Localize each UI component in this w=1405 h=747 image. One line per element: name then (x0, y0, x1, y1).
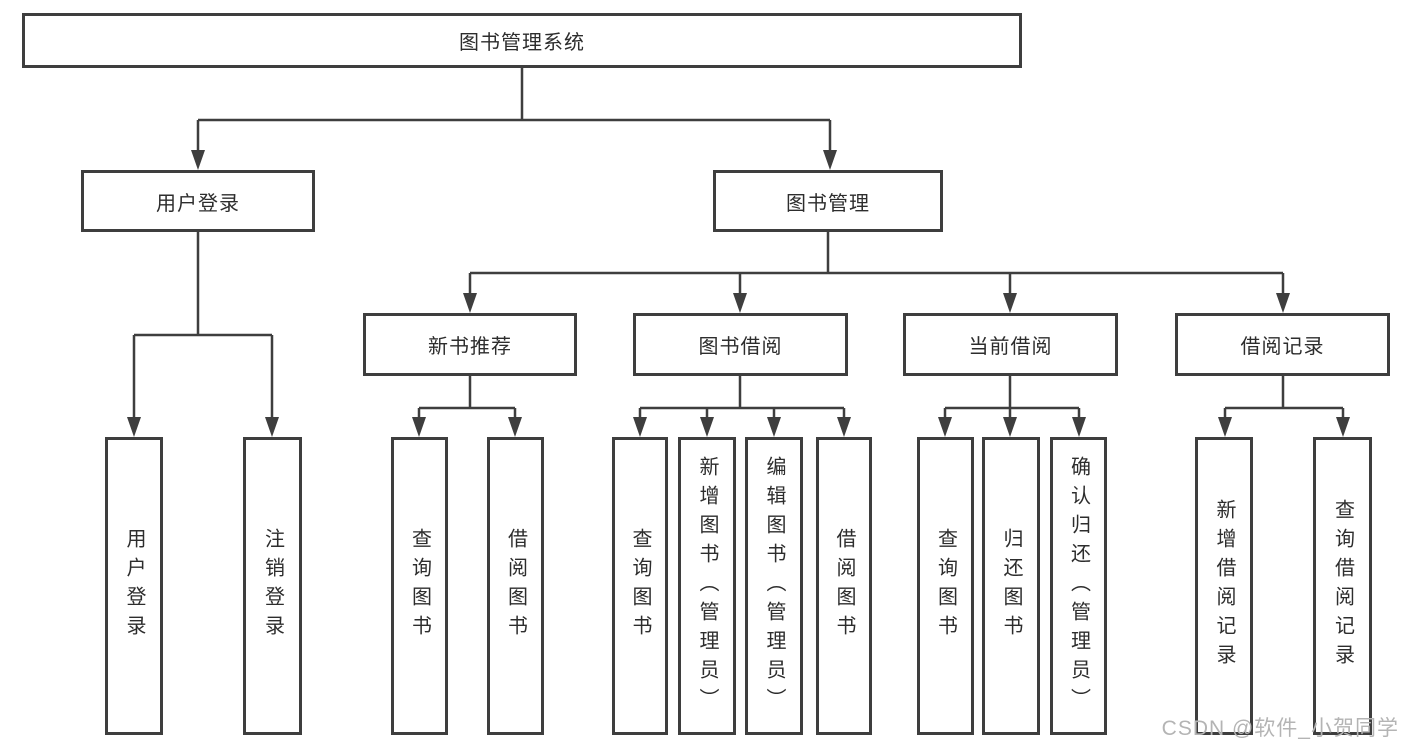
node-label: 借阅图书 (504, 528, 527, 644)
leaf-confirm-return-admin: 确认归还（管理员） (1050, 437, 1107, 735)
node-book-management: 图书管理 (713, 170, 943, 232)
leaf-query-books-recommend: 查询图书 (391, 437, 448, 735)
node-label: 用户登录 (123, 528, 145, 644)
node-borrowing-records: 借阅记录 (1175, 313, 1390, 376)
arrow-icon (733, 293, 747, 313)
leaf-user-login: 用户登录 (105, 437, 163, 735)
arrow-icon (412, 417, 426, 437)
leaf-edit-books-admin: 编辑图书（管理员） (745, 437, 803, 735)
leaf-query-borrow-record: 查询借阅记录 (1313, 437, 1372, 735)
arrow-icon (1276, 293, 1290, 313)
node-label: 新增图书（管理员） (696, 455, 718, 717)
node-label: 用户登录 (156, 192, 240, 215)
csdn-watermark: CSDN @软件_小贺同学 (1161, 717, 1399, 740)
node-label: 查询借阅记录 (1331, 499, 1354, 673)
node-book-borrowing: 图书借阅 (633, 313, 848, 376)
node-label: 图书借阅 (698, 336, 783, 358)
arrow-icon (508, 417, 522, 437)
arrow-icon (463, 293, 477, 313)
leaf-add-books-admin: 新增图书（管理员） (678, 437, 736, 735)
node-user-login: 用户登录 (81, 170, 315, 232)
leaf-borrow-books-recommend: 借阅图书 (487, 437, 544, 735)
arrow-icon (1003, 417, 1017, 437)
arrow-icon (700, 417, 714, 437)
arrow-icon (1072, 417, 1086, 437)
node-label: 查询图书 (408, 528, 431, 644)
node-label: 归还图书 (1000, 528, 1022, 644)
node-label: 当前借阅 (968, 336, 1053, 358)
arrowheads (127, 150, 1350, 437)
node-label: 新书推荐 (428, 336, 512, 358)
node-label: 查询图书 (934, 528, 957, 644)
node-label: 借阅记录 (1240, 336, 1325, 358)
arrow-icon (633, 417, 647, 437)
node-new-book-recommend: 新书推荐 (363, 313, 577, 376)
arrow-icon (823, 150, 837, 170)
node-label: 确认归还（管理员） (1067, 455, 1090, 717)
leaf-add-borrow-record: 新增借阅记录 (1195, 437, 1253, 735)
leaf-borrow-books: 借阅图书 (816, 437, 872, 735)
node-library-system: 图书管理系统 (22, 13, 1022, 68)
arrow-icon (1003, 293, 1017, 313)
arrow-icon (837, 417, 851, 437)
tree-edges (132, 68, 1345, 423)
leaf-return-books: 归还图书 (982, 437, 1040, 735)
arrow-icon (1336, 417, 1350, 437)
leaf-query-books-current: 查询图书 (917, 437, 974, 735)
node-current-borrowing: 当前借阅 (903, 313, 1118, 376)
arrow-icon (1218, 417, 1232, 437)
arrow-icon (938, 417, 952, 437)
node-label: 借阅图书 (833, 528, 855, 644)
leaf-query-books-borrow: 查询图书 (612, 437, 668, 735)
node-label: 注销登录 (261, 528, 284, 644)
node-label: 查询图书 (629, 528, 651, 644)
node-label: 编辑图书（管理员） (763, 455, 785, 717)
arrow-icon (191, 150, 205, 170)
leaf-logout: 注销登录 (243, 437, 302, 735)
arrow-icon (767, 417, 781, 437)
arrow-icon (265, 417, 279, 437)
node-label: 新增借阅记录 (1213, 499, 1235, 673)
arrow-icon (127, 417, 141, 437)
node-label: 图书管理系统 (459, 32, 585, 54)
node-label: 图书管理 (786, 192, 870, 215)
